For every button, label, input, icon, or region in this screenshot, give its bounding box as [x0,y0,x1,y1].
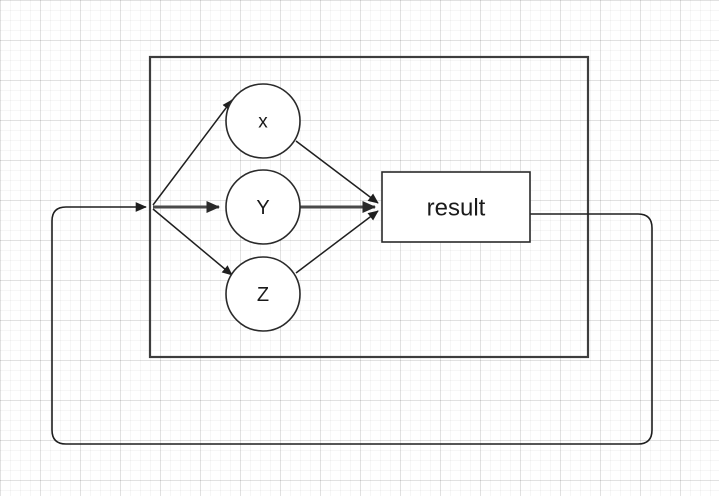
edge-z-to-result[interactable] [295,210,379,274]
edge-branch-to-z[interactable] [152,208,233,276]
node-x-circle[interactable] [225,83,301,159]
node-y-circle[interactable] [225,169,301,245]
node-result-box[interactable] [381,171,531,243]
node-z-circle[interactable] [225,256,301,332]
node-z-label: Z [257,284,269,306]
edge-branch-to-x[interactable] [152,99,233,206]
node-y-label: Y [256,197,269,219]
outer-container-box[interactable] [148,55,590,359]
node-result-label: result [427,195,486,222]
edge-x-to-result[interactable] [295,140,379,204]
node-x-label: x [258,112,268,133]
edge-result-feedback-loop[interactable] [51,202,653,445]
